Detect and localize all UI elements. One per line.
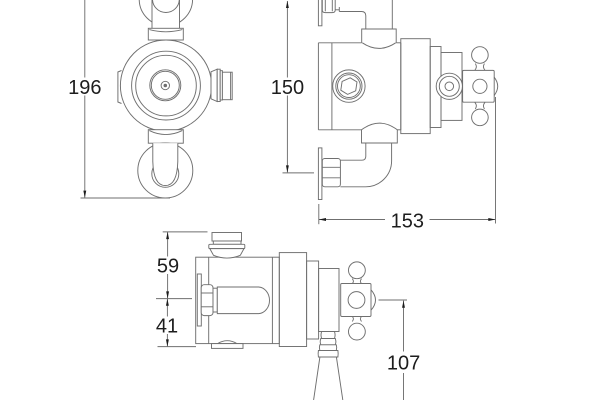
svg-text:41: 41: [156, 315, 178, 337]
svg-text:153: 153: [391, 211, 424, 233]
svg-text:150: 150: [271, 77, 304, 99]
svg-text:196: 196: [68, 77, 101, 99]
svg-text:59: 59: [157, 256, 179, 278]
svg-text:107: 107: [387, 352, 420, 374]
